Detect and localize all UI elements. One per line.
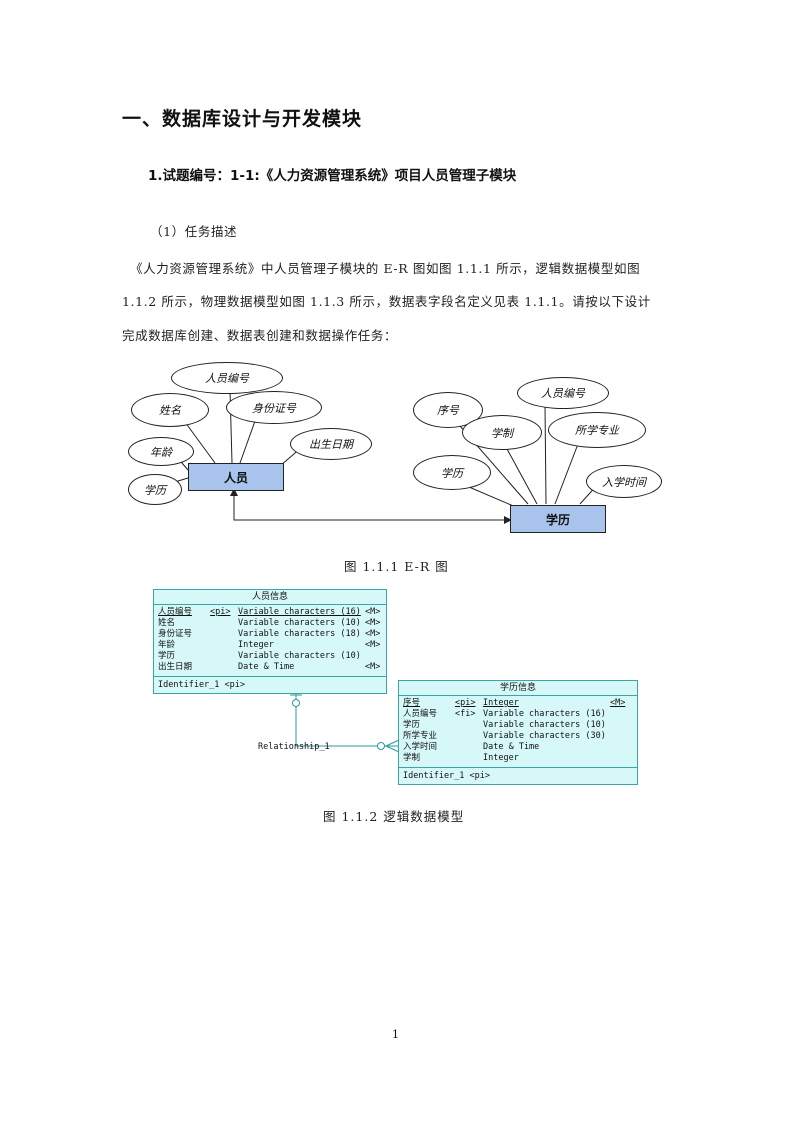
task-label: （1）任务描述 (150, 224, 238, 239)
er-entity-person: 人员 (188, 463, 284, 491)
table-identifier: Identifier_1 <pi> (403, 771, 490, 781)
table-title: 人员信息 (154, 590, 386, 605)
er-attr-person-birth: 出生日期 (290, 428, 372, 460)
figure-caption-er: 图 1.1.1 E-R 图 (344, 559, 449, 574)
er-attr-edu-person-id: 人员编号 (517, 377, 609, 409)
er-attr-edu-enroll: 入学时间 (586, 465, 662, 498)
table-title: 学历信息 (399, 681, 637, 696)
er-attr-edu-major: 所学专业 (548, 412, 646, 448)
paragraph-line-3: 完成数据库创建、数据表创建和数据操作任务： (122, 328, 398, 343)
er-entity-education: 学历 (510, 505, 606, 533)
er-attr-person-edu: 学历 (128, 474, 182, 505)
figure-caption-logical-model: 图 1.1.2 逻辑数据模型 (323, 809, 465, 824)
er-attr-edu-level: 学历 (413, 455, 491, 490)
er-attr-person-idcard: 身份证号 (226, 391, 322, 424)
table-row: 人员编号<fi>Variable characters (16) (403, 709, 606, 719)
page-number: 1 (392, 1028, 399, 1041)
er-attr-person-name: 姓名 (131, 393, 209, 427)
table-row: 序号<pi>Integer<M> (403, 698, 626, 708)
table-row: 人员编号<pi>Variable characters (16)<M> (158, 607, 381, 617)
table-identifier: Identifier_1 <pi> (158, 680, 245, 690)
question-title: 1.试题编号：1-1:《人力资源管理系统》项目人员管理子模块 (148, 168, 517, 184)
paragraph-line-2: 1.1.2 所示，物理数据模型如图 1.1.3 所示，数据表字段名定义见表 1.… (122, 294, 651, 309)
er-attr-person-id: 人员编号 (171, 362, 283, 394)
entity-table-education-info: 学历信息 序号<pi>Integer<M> 人员编号<fi>Variable c… (398, 680, 638, 785)
er-attr-edu-duration: 学制 (462, 415, 542, 450)
section-heading: 一、数据库设计与开发模块 (122, 108, 363, 130)
paragraph-line-1: 《人力资源管理系统》中人员管理子模块的 E-R 图如图 1.1.1 所示，逻辑数… (130, 261, 641, 276)
er-attr-person-age: 年龄 (128, 437, 194, 466)
relationship-connector (290, 690, 400, 753)
entity-table-person-info: 人员信息 人员编号<pi>Variable characters (16)<M>… (153, 589, 387, 694)
relationship-label: Relationship_1 (258, 742, 330, 752)
